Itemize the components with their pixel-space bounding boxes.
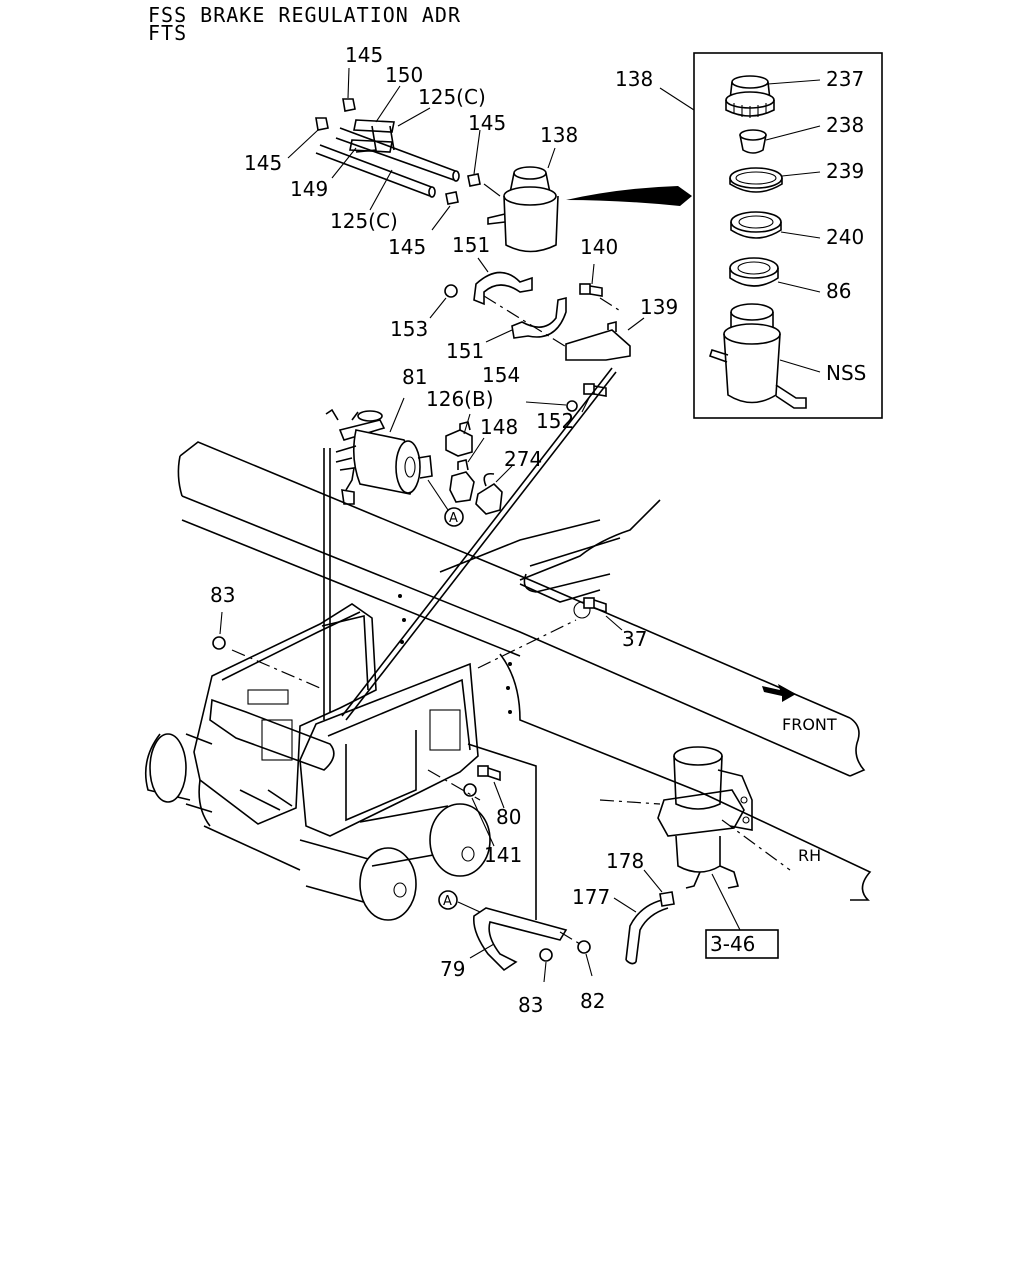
bracket-139	[565, 320, 631, 361]
callout-81: 81	[402, 365, 427, 389]
callout-79: 79	[440, 957, 465, 981]
callout-150: 150	[385, 63, 423, 87]
callout-86: 86	[826, 279, 851, 303]
callout-153: 153	[390, 317, 428, 341]
mounting-bracket-right	[299, 662, 479, 837]
callout-237: 237	[826, 67, 864, 91]
marker-a-top-label: A	[449, 511, 458, 526]
fitting-274	[475, 472, 503, 515]
callout-82: 82	[580, 989, 605, 1013]
bolt-140	[579, 283, 603, 297]
washer-154	[566, 400, 578, 412]
diagram-subtitle: FTS	[148, 21, 188, 45]
callout-125c-top: 125(C)	[418, 85, 486, 109]
clamp-151-upper	[473, 271, 533, 306]
callout-274: 274	[504, 447, 542, 471]
front-label: FRONT	[782, 715, 837, 734]
exploded-view-arrow	[566, 186, 692, 206]
air-tank-bottom-left	[299, 839, 417, 921]
mounting-bracket-left	[193, 603, 377, 825]
callout-139: 139	[640, 295, 678, 319]
pump-unit	[657, 746, 753, 889]
chassis-frame-rail	[177, 441, 872, 901]
callout-140: 140	[580, 235, 618, 259]
clip-145	[315, 98, 481, 205]
callout-138: 138	[540, 123, 578, 147]
fitting-148	[449, 459, 475, 503]
clamp-149	[349, 139, 393, 153]
ring-240	[730, 211, 782, 239]
marker-a-bottom	[438, 890, 458, 910]
air-tank-left	[144, 733, 213, 813]
callout-178: 178	[606, 849, 644, 873]
callout-80: 80	[496, 805, 521, 829]
bolt-80	[477, 765, 501, 782]
callout-145-a: 145	[345, 43, 383, 67]
fitting-126b	[445, 421, 473, 457]
reservoir-body-nss	[708, 303, 807, 409]
rh-label: RH	[798, 846, 821, 865]
nut-82	[577, 940, 591, 954]
reservoir-cap-237	[725, 75, 775, 118]
pipe-125c-top	[335, 127, 460, 182]
clip-178	[659, 891, 675, 907]
pipe-125c-bottom	[315, 144, 436, 198]
callout-238: 238	[826, 113, 864, 137]
callout-151-top: 151	[452, 233, 490, 257]
callout-126b: 126(B)	[426, 387, 494, 411]
callout-nss: NSS	[826, 361, 866, 385]
callout-141: 141	[484, 843, 522, 867]
cross-member	[209, 698, 335, 771]
seal-86	[729, 257, 779, 287]
bracket-79	[472, 907, 568, 972]
hose-177	[625, 899, 669, 965]
air-tank-bottom-right	[359, 803, 491, 877]
marker-a-bottom-label: A	[443, 894, 452, 909]
callout-145-c: 145	[244, 151, 282, 175]
callout-37: 37	[622, 627, 647, 651]
marker-a-top	[444, 507, 464, 527]
valve-81	[325, 408, 433, 505]
callout-83-bottom: 83	[518, 993, 543, 1017]
reference-3-46: 3-46	[710, 932, 755, 956]
callout-177: 177	[572, 885, 610, 909]
reservoir-138	[487, 166, 559, 253]
nut-141	[463, 783, 477, 797]
callout-149: 149	[290, 177, 328, 201]
callout-240: 240	[826, 225, 864, 249]
callout-148: 148	[480, 415, 518, 439]
reference-box	[705, 929, 779, 959]
diagram-title: FSS BRAKE REGULATION ADR	[148, 3, 461, 27]
gasket-239	[729, 167, 783, 193]
callout-154: 154	[482, 363, 520, 387]
bolt-152	[583, 383, 607, 397]
callout-239: 239	[826, 159, 864, 183]
callout-145-b: 145	[468, 111, 506, 135]
front-arrow-icon	[762, 684, 796, 702]
bolt-37	[583, 597, 607, 614]
nut-83-upper	[212, 636, 226, 650]
callout-125c-bottom: 125(C)	[330, 209, 398, 233]
callout-145-d: 145	[388, 235, 426, 259]
callout-83-top: 83	[210, 583, 235, 607]
nut-83-lower	[539, 948, 553, 962]
strainer-238	[739, 129, 767, 154]
callout-138-box: 138	[615, 67, 653, 91]
callout-151-bottom: 151	[446, 339, 484, 363]
nut-153	[444, 284, 458, 298]
exploded-view-box	[693, 52, 883, 419]
clamp-151-lower	[511, 296, 567, 339]
callout-152: 152	[536, 409, 574, 433]
